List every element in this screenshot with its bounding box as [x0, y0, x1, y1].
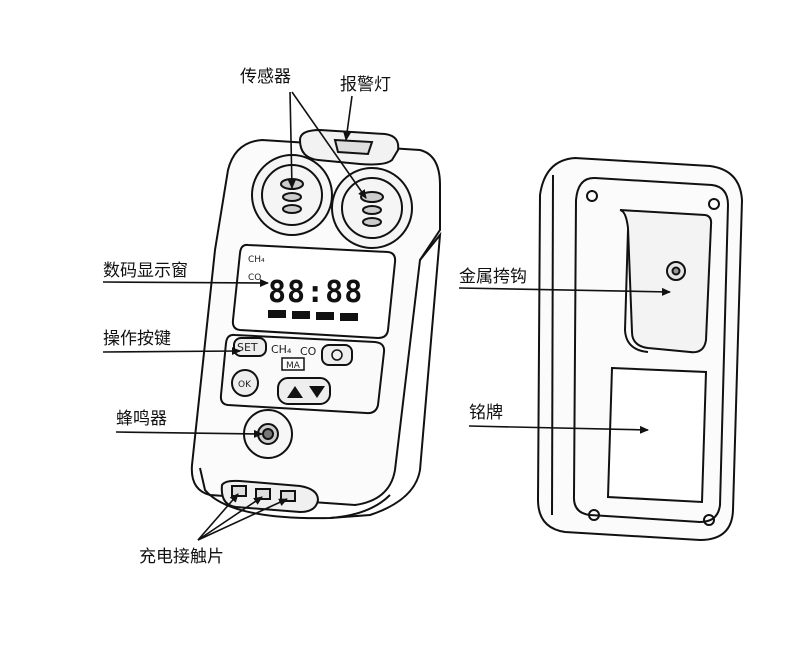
arrow-clip [458, 287, 671, 296]
display-indicator-ch4: CH₄ [248, 255, 265, 265]
arrow-buzzer [115, 429, 263, 438]
label-clip: 金属挎钩 [459, 267, 527, 287]
up-arrow-icon [287, 386, 303, 398]
front-bottom-cap [199, 467, 391, 520]
down-arrow-icon [309, 386, 325, 398]
arrow-contact-1 [197, 493, 239, 541]
ma-badge [281, 357, 305, 371]
back-side-edge [551, 174, 554, 516]
display-digits: 88:88 [268, 275, 363, 310]
nameplate-panel [606, 366, 708, 504]
ok-button[interactable] [231, 369, 259, 397]
label-charging-contacts: 充电接触片 [139, 547, 224, 567]
back-device [536, 156, 744, 542]
arrow-contact-2 [197, 496, 263, 541]
arrow-sensor-left [287, 91, 296, 189]
arrow-nameplate [468, 425, 649, 434]
arrow-alarm-light [343, 95, 353, 141]
label-nameplate: 铭牌 [469, 403, 503, 423]
alarm-light-lens [333, 138, 374, 156]
front-side-edge [329, 231, 442, 519]
power-icon [331, 349, 343, 361]
power-button[interactable] [321, 344, 353, 366]
display-status-bars [268, 310, 358, 321]
screw-top-left [586, 190, 598, 202]
arrow-contact-3 [197, 498, 288, 541]
back-body-inner [572, 176, 730, 524]
label-sensor: 传感器 [240, 67, 291, 87]
ma-badge-label: MA [286, 361, 301, 371]
clip-rivet-center [671, 266, 681, 276]
label-keys: 操作按键 [103, 329, 171, 349]
label-display-window: 数码显示窗 [103, 261, 188, 281]
front-device [190, 128, 442, 520]
arrow-sensor-right [291, 91, 367, 199]
screw-bottom-left [588, 509, 600, 521]
screw-top-right [708, 198, 720, 210]
arrow-keys[interactable] [277, 377, 331, 405]
label-alarm-light: 报警灯 [340, 75, 391, 95]
metal-belt-clip [619, 209, 713, 354]
gas-co-label: CO [300, 345, 317, 358]
arrow-keys [102, 347, 241, 356]
clip-side [623, 229, 649, 353]
arrow-display-window [102, 278, 269, 287]
display-indicator-co: CO [248, 273, 261, 283]
gas-ch4-label: CH₄ [271, 343, 292, 356]
screw-bottom-right [703, 514, 715, 526]
set-button-label: SET [237, 341, 258, 354]
set-button[interactable] [233, 337, 267, 357]
sensor-right [331, 167, 413, 249]
label-buzzer: 蜂鸣器 [116, 409, 167, 429]
ok-button-label: OK [238, 380, 252, 390]
